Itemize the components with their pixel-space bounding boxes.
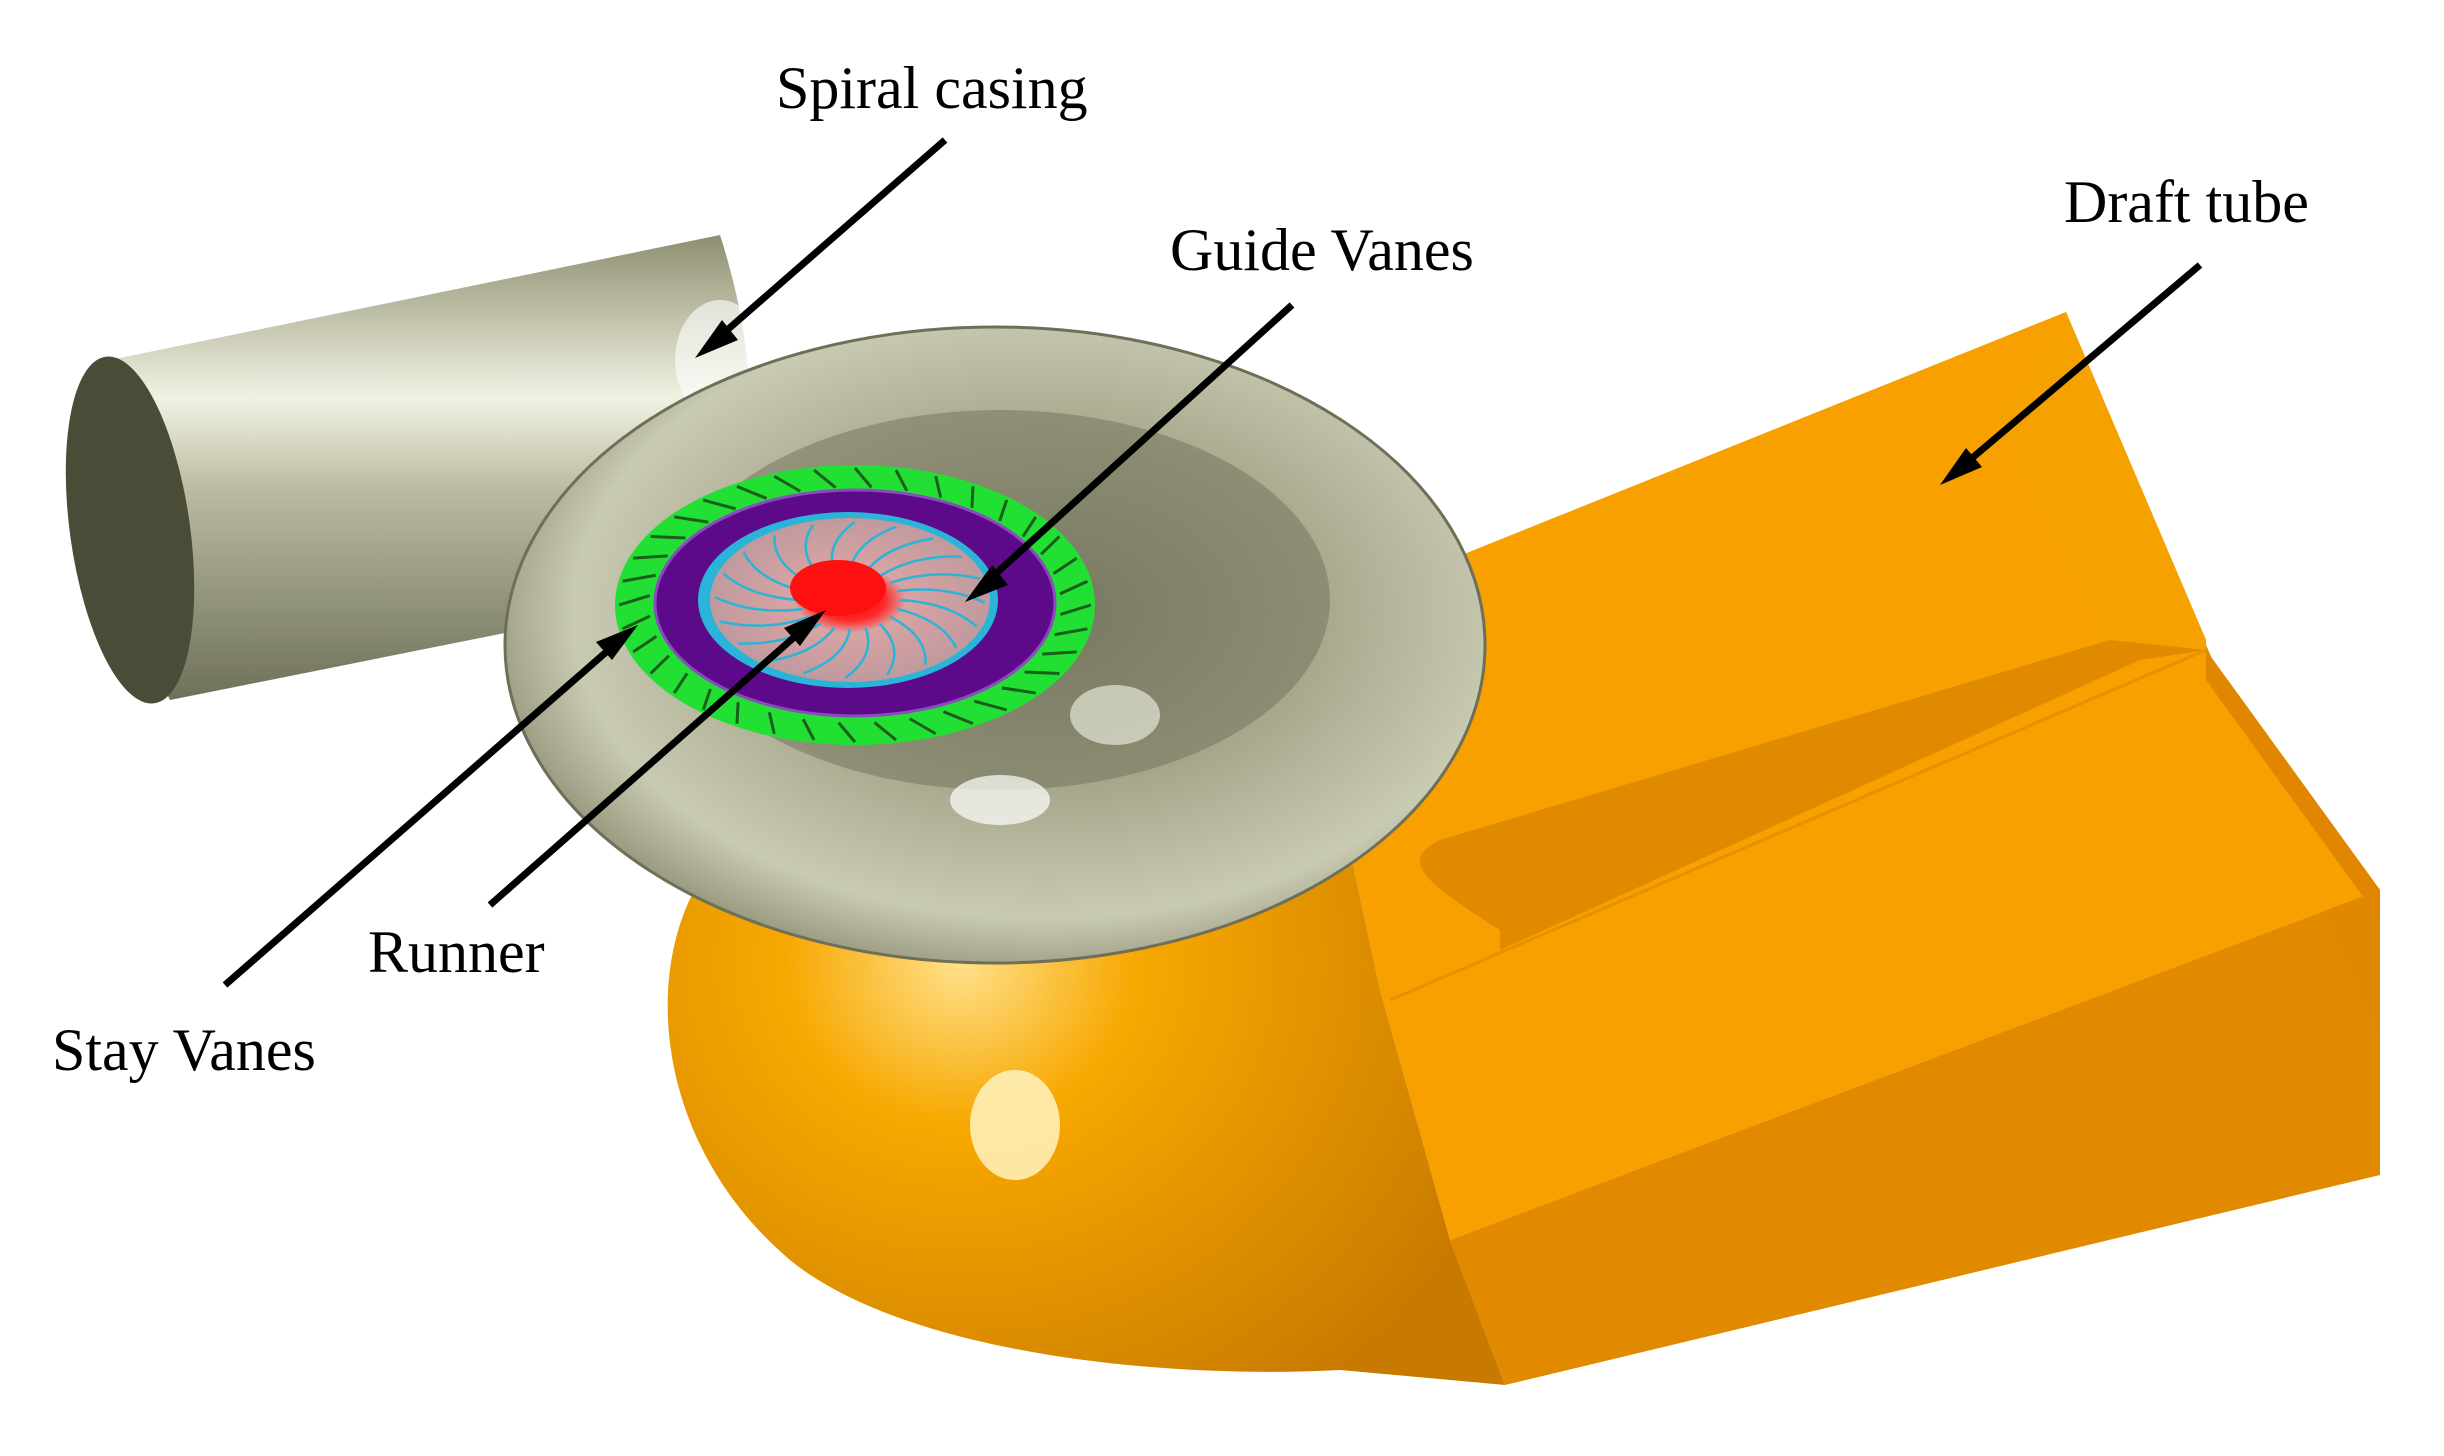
stay-vane-blade	[909, 717, 937, 736]
runner-blade	[878, 555, 963, 578]
label-stay-vanes: Stay Vanes	[52, 1017, 316, 1083]
runner-blade	[766, 626, 836, 663]
stay-vane-blade	[621, 614, 651, 631]
arrow-spiral-casing	[695, 137, 948, 358]
stay-vane-blade	[736, 484, 768, 500]
stay-vane-blade	[767, 711, 776, 735]
stay-vane-blade	[622, 573, 656, 583]
stay-vane-blade	[650, 535, 686, 540]
runner-blade	[714, 596, 803, 612]
arrow-guide-vanes	[965, 302, 1295, 602]
stay-vane-blade	[1040, 535, 1061, 556]
stay-vane-blade	[813, 468, 837, 489]
stay-vane-blade	[673, 515, 709, 524]
stay-vane-blade	[973, 699, 1008, 712]
runner-blade	[719, 615, 810, 627]
runner-blade	[722, 572, 801, 602]
runner-blade	[844, 627, 870, 679]
stay-vane-blade	[773, 474, 801, 493]
label-spiral-casing: Spiral casing	[776, 55, 1088, 121]
stay-vane-blade	[701, 688, 712, 711]
inlet-pipe-opening	[65, 356, 195, 704]
stay-vane-blade	[1001, 686, 1037, 695]
runner-blade	[889, 615, 927, 665]
runner	[698, 512, 998, 688]
stay-vane-blade	[1024, 670, 1060, 675]
stay-vanes-blades	[618, 467, 1092, 743]
stay-vane-blade	[1059, 579, 1089, 596]
stay-vane-blade	[801, 718, 816, 741]
runner-blade	[737, 622, 822, 645]
stay-vane-blade	[702, 498, 737, 511]
arrow-runner	[487, 610, 826, 908]
stay-vane-blade	[1054, 627, 1088, 637]
stay-vane-blade	[942, 710, 974, 726]
arrow-stay-vanes	[222, 625, 638, 988]
stay-vane-blade	[934, 475, 943, 499]
label-draft-tube: Draft tube	[2064, 169, 2309, 235]
stay-vane-blade	[853, 467, 873, 489]
runner-blade	[897, 588, 986, 604]
casing-highlight	[950, 775, 1050, 825]
stay-vane-blade	[837, 721, 857, 743]
elbow-highlight	[970, 1070, 1060, 1180]
draft-tube	[1300, 312, 2380, 1385]
stay-vane-blade	[633, 554, 668, 560]
runner-blade	[890, 573, 981, 585]
stay-vane-blade	[672, 672, 689, 694]
arrows	[222, 137, 2203, 988]
stay-vane-blade	[1042, 650, 1077, 656]
label-guide-vanes: Guide Vanes	[1170, 217, 1474, 283]
stay-vane-blade	[894, 469, 909, 492]
stay-vane-blade	[649, 654, 670, 675]
runner-blade	[899, 598, 978, 628]
draft-tube-pier-side	[2206, 650, 2380, 920]
stay-vane-blade	[1021, 516, 1038, 538]
runner-blade	[803, 628, 852, 675]
arrow-draft-tube	[1940, 262, 2203, 485]
draft-tube-pier-top	[1990, 312, 2206, 690]
stay-vane-blade	[998, 499, 1009, 522]
stay-vane-blade	[873, 721, 897, 742]
label-runner: Runner	[368, 919, 545, 985]
runner-blade	[878, 622, 896, 676]
runner-blade	[897, 607, 958, 649]
draft-tube-right-face	[1450, 890, 2380, 1385]
stay-vane-blade	[632, 635, 658, 654]
stay-vane-blade	[1059, 603, 1092, 616]
stay-vane-blade	[1052, 556, 1078, 575]
stay-vane-blade	[970, 486, 975, 508]
stay-vane-blade	[618, 594, 651, 607]
stay-vane-blade	[735, 702, 740, 724]
draft-tube-second-pier	[1390, 650, 2380, 1240]
runner-hub	[790, 560, 886, 616]
